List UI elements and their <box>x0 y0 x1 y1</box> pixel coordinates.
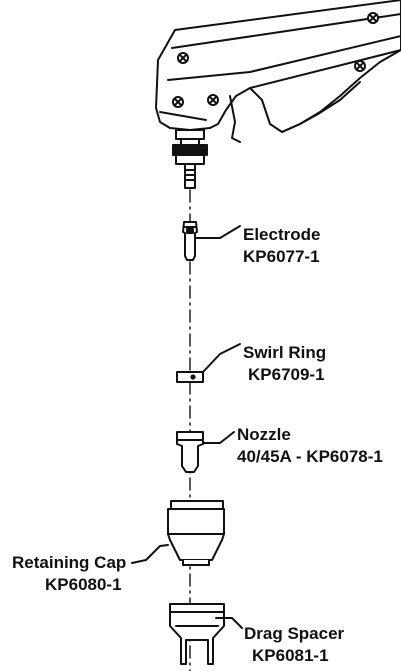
retaining-cap-leader <box>131 544 169 564</box>
drag-spacer-label: Drag Spacer <box>244 624 345 643</box>
nozzle-part <box>176 431 204 473</box>
retaining-cap-part-number: KP6080-1 <box>45 575 122 594</box>
electrode-leader <box>195 225 241 239</box>
retaining-cap-label: Retaining Cap <box>12 553 127 572</box>
swirl-ring-part-number: KP6709-1 <box>248 365 325 384</box>
swirl-ring-label: Swirl Ring <box>243 343 327 362</box>
retaining-cap-part <box>167 500 225 566</box>
nozzle-leader <box>202 431 235 444</box>
electrode-label: Electrode <box>243 225 321 244</box>
electrode-part <box>182 221 198 261</box>
swirl-ring-leader <box>202 343 241 373</box>
drag-spacer-leader <box>215 617 243 629</box>
torch-stem <box>172 129 208 189</box>
torch-head <box>155 0 401 143</box>
electrode-part-number: KP6077-1 <box>243 247 320 266</box>
nozzle-part-number: 40/45A - KP6078-1 <box>237 447 383 466</box>
nozzle-label: Nozzle <box>237 425 291 444</box>
torch-screws <box>172 12 379 108</box>
drag-spacer-part-number: KP6081-1 <box>252 646 329 665</box>
swirl-ring-part <box>176 371 204 383</box>
drag-spacer-part <box>169 603 225 665</box>
